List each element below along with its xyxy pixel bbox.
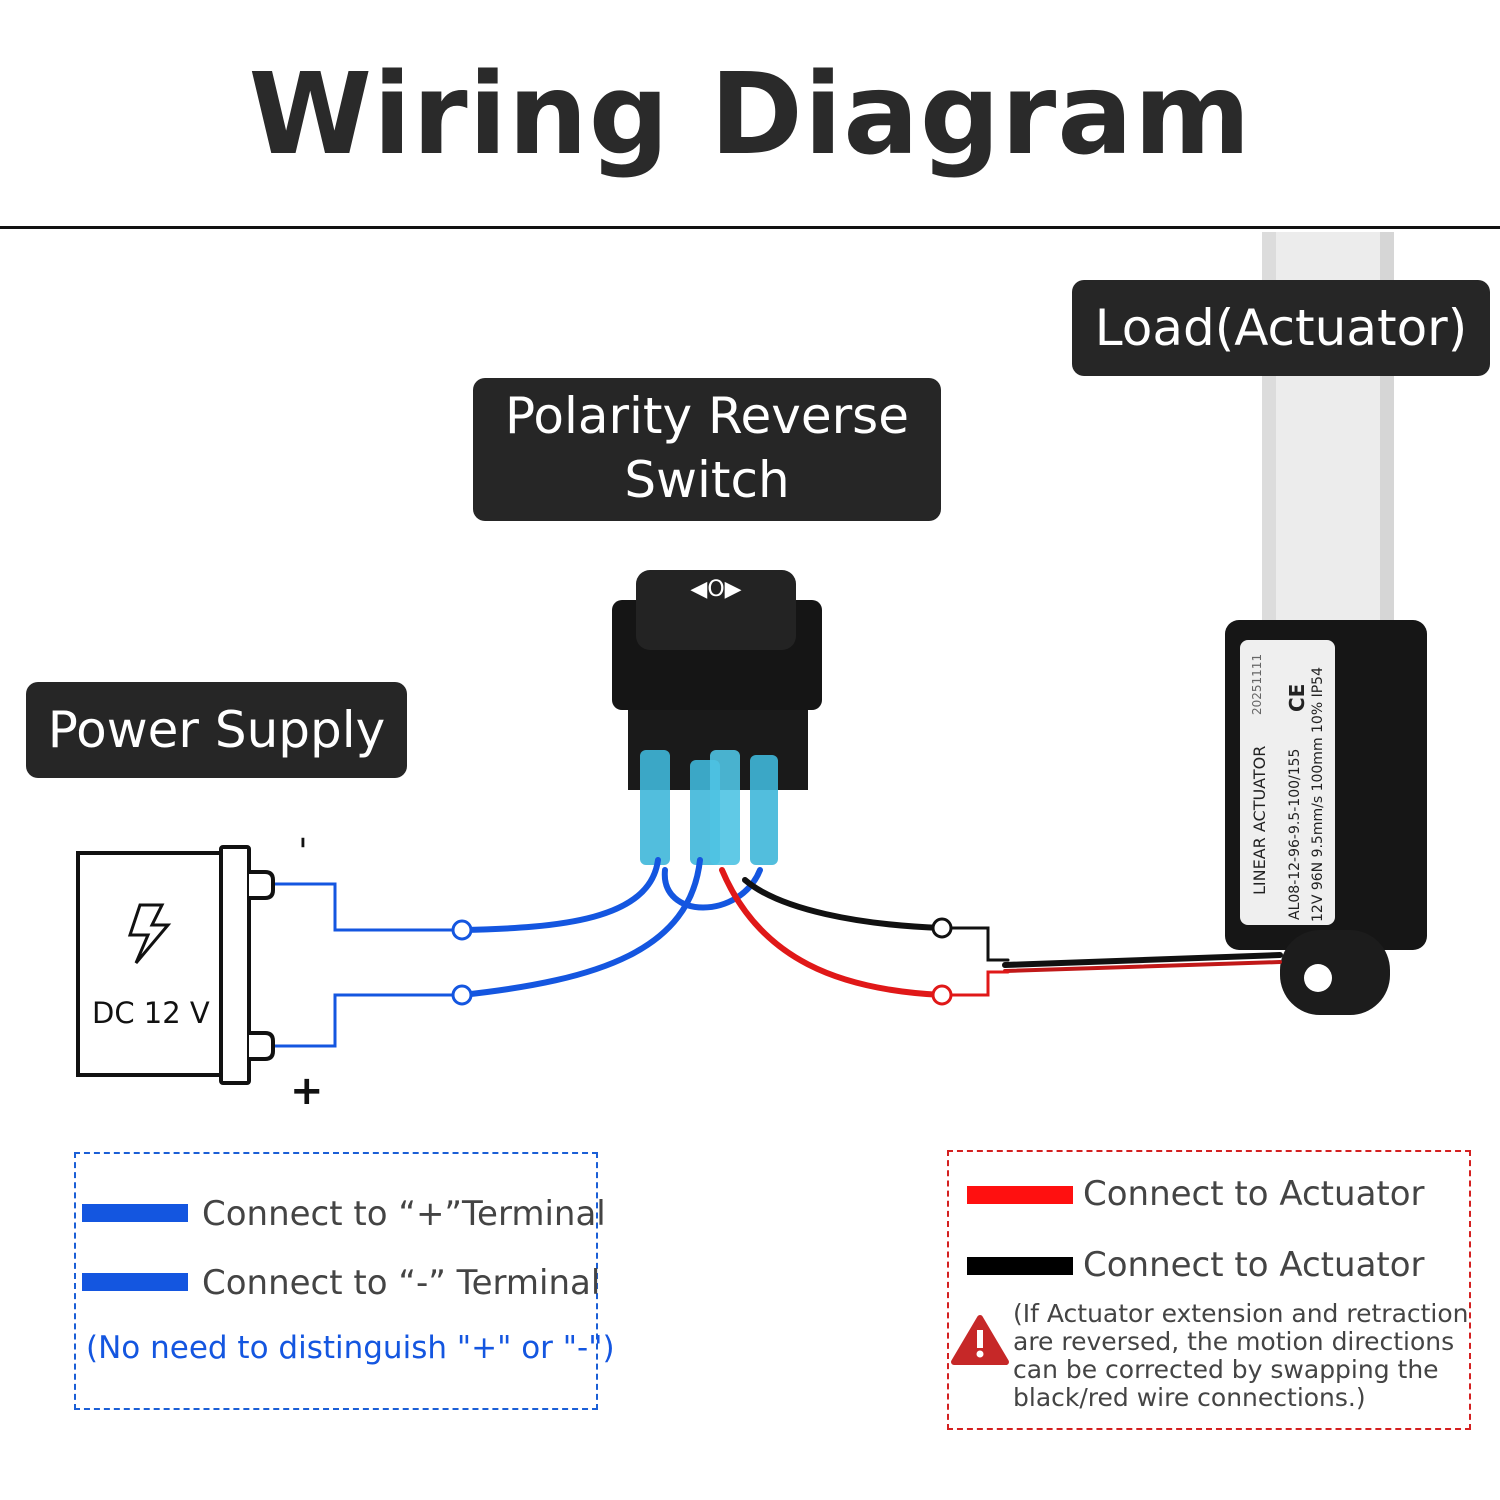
blue-wire-1 [459,857,661,933]
terminal-node [931,984,953,1006]
plus-terminal-label: + [290,1068,324,1114]
legend-swatch-red [967,1186,1073,1204]
switch-arrows-icon: ◀O▶ [690,577,741,602]
page-title: Wiring Diagram [248,50,1252,180]
legend-item: Connect to Actuator [1083,1245,1425,1285]
actuator-specs: 12V 96N 9.5mm/s 100mm 10% IP54 [1310,667,1326,922]
actuator-date: 20251111 [1250,653,1264,715]
red-wire [719,867,945,998]
terminal-node [451,919,473,941]
legend-item: Connect to “+”Terminal [202,1194,606,1234]
wires [270,857,1283,1048]
warning-note: (If Actuator extension and retraction ar… [1013,1299,1469,1412]
terminal-node [931,917,953,939]
actuator-model: AL08-12-96-9.5-100/155 [1287,748,1303,920]
legend-blue: Connect to “+”Terminal Connect to “-” Te… [74,1152,615,1410]
power-supply-label: Power Supply [26,682,407,778]
load-label: Load(Actuator) [1072,280,1490,376]
voltage-label: DC 12 V [92,996,210,1030]
switch-label-line1: Polarity Reverse [504,387,909,445]
actuator-name: LINEAR ACTUATOR [1250,745,1269,895]
legend-note: (No need to distinguish "+" or "-") [86,1330,615,1366]
legend-swatch-blue [82,1273,188,1291]
power-supply-box [76,845,275,1085]
switch-label-line2: Switch [624,451,790,509]
legend-swatch-blue [82,1204,188,1222]
legend-swatch-black [967,1257,1073,1275]
warning-triangle-icon [951,1315,1009,1365]
black-wire [742,877,945,931]
legend-item: Connect to “-” Terminal [202,1263,601,1303]
blue-wire-2 [459,857,703,998]
title-divider [0,226,1500,229]
rocker-switch: ◀O▶ [612,570,822,865]
legend-item: Connect to Actuator [1083,1174,1425,1214]
ce-mark: CE [1285,683,1309,712]
lightning-bolt-icon [127,903,172,964]
switch-label: Polarity Reverse Switch [473,378,941,521]
minus-terminal-label: - [284,836,325,849]
actuator-body [1225,620,1427,1015]
legend-red: Connect to Actuator Connect to Actuator … [947,1150,1471,1430]
terminal-node [451,984,473,1006]
